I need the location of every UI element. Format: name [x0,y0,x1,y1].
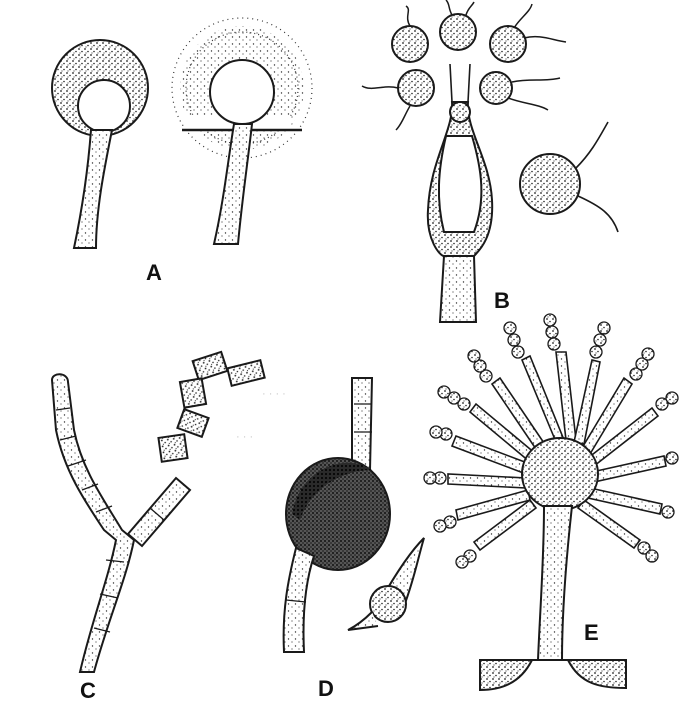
diagram-e: E [424,314,678,690]
diagram-d: D [284,378,424,701]
diagram-a: A [52,18,312,285]
label-a: A [146,260,162,285]
svg-text:· · · ·: · · · · [262,388,286,400]
label-c: C [80,678,96,702]
sporangium-left [52,40,148,248]
svg-text:· · ·: · · · [236,431,253,443]
label-d: D [318,676,334,701]
label-b: B [494,288,510,313]
diagram-c: C [52,352,265,702]
label-e: E [584,620,599,645]
diagram-b: B [362,0,618,322]
sporangium-right [172,18,312,244]
